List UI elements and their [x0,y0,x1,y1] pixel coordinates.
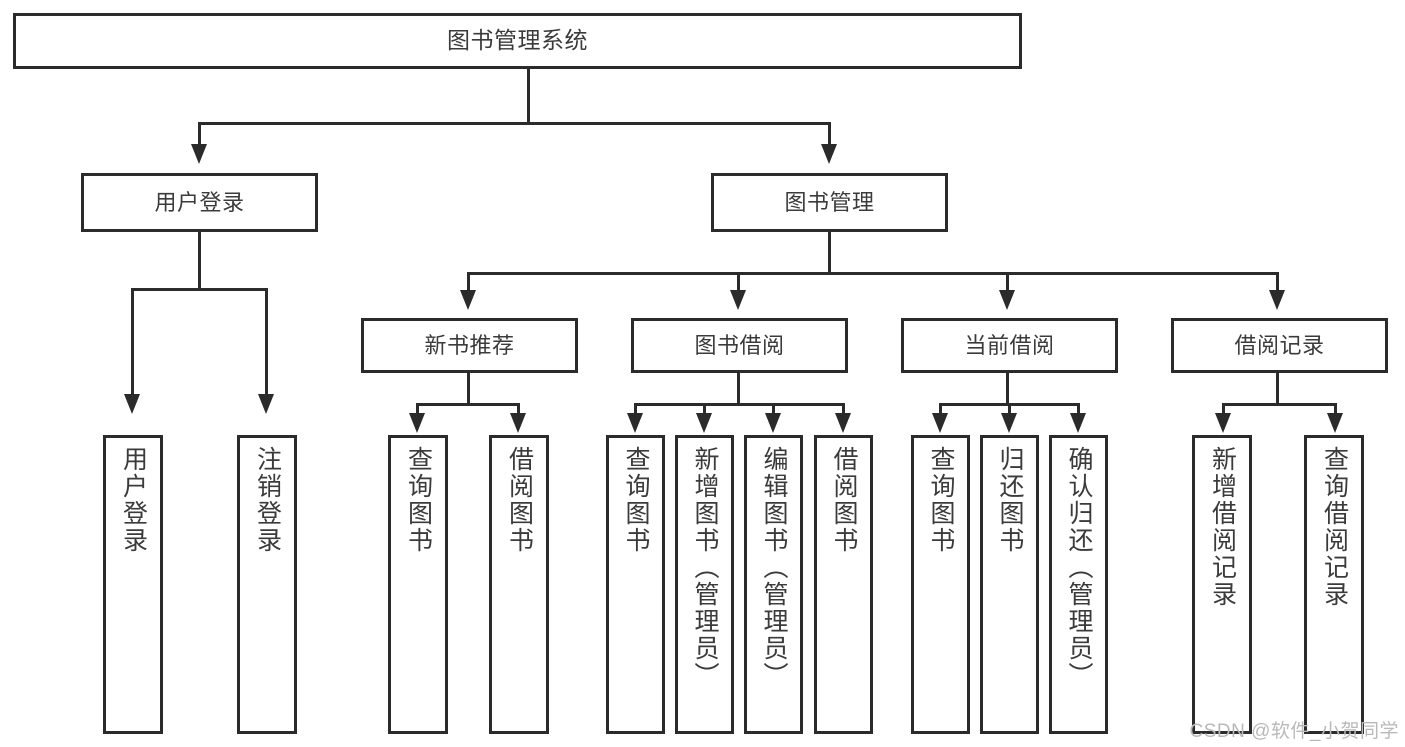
leaf-logout-label: 注销登录 [253,446,282,554]
leaf-query-book-1-label: 查询图书 [404,446,433,554]
leaf-query-book-1[interactable]: 查询图书 [388,435,448,734]
leaf-add-record[interactable]: 新增借阅记录 [1192,435,1252,734]
node-root[interactable]: 图书管理系统 [13,13,1022,69]
edge-current-borrow-stem [1006,373,1009,405]
leaf-logout[interactable]: 注销登录 [237,435,297,734]
node-user-login-label: 用户登录 [154,189,245,215]
edge-book-manage-stem [828,232,831,274]
edge-book-borrow-drop-4 [842,403,845,413]
edge-user-login-stem [198,232,201,290]
arrow-to-leaf-add-book [696,413,712,433]
edge-user-login-drop-2 [265,288,268,394]
edge-book-borrow-stem [737,373,740,405]
node-book-manage[interactable]: 图书管理 [711,173,948,232]
arrow-to-leaf-query-record [1327,413,1343,433]
leaf-add-book-label: 新增图书（管理员） [691,446,719,689]
edge-borrow-record-stem [1276,373,1279,405]
node-user-login[interactable]: 用户登录 [81,173,318,232]
leaf-borrow-book-2[interactable]: 借阅图书 [814,435,873,734]
arrow-to-leaf-logout [258,394,274,414]
arrow-to-leaf-borrow-book-2 [835,413,851,433]
node-new-book-rec[interactable]: 新书推荐 [361,318,578,373]
arrow-to-new-book-rec [460,290,476,310]
node-current-borrow-label: 当前借阅 [964,332,1055,358]
edge-book-borrow-drop-2 [703,403,706,413]
node-book-borrow[interactable]: 图书借阅 [631,318,848,373]
leaf-query-record-label: 查询借阅记录 [1320,446,1349,608]
edge-current-borrow-drop-1 [939,403,942,413]
edge-book-manage-drop-4 [1276,272,1279,290]
edge-root-bus [198,122,830,125]
node-book-manage-label: 图书管理 [784,189,875,215]
leaf-add-record-label: 新增借阅记录 [1208,446,1237,608]
edge-root-to-book-manage-drop [828,122,831,144]
leaf-query-book-2-label: 查询图书 [622,446,650,554]
arrow-to-current-borrow [999,290,1015,310]
edge-new-book-rec-drop-1 [416,403,419,413]
leaf-confirm-return[interactable]: 确认归还（管理员） [1049,435,1108,734]
node-new-book-rec-label: 新书推荐 [424,332,515,358]
leaf-user-login-label: 用户登录 [119,446,148,554]
leaf-user-login[interactable]: 用户登录 [103,435,163,734]
edge-current-borrow-drop-2 [1008,403,1011,413]
edge-root-stem [527,68,530,122]
leaf-add-book[interactable]: 新增图书（管理员） [675,435,734,734]
arrow-to-leaf-query-book-1 [409,413,425,433]
edge-borrow-record-bus [1222,403,1337,406]
arrow-to-leaf-add-record [1215,413,1231,433]
csdn-watermark: CSDN @软件_小贺同学 [1189,721,1399,742]
leaf-query-book-2[interactable]: 查询图书 [606,435,665,734]
node-current-borrow[interactable]: 当前借阅 [901,318,1118,373]
edge-root-to-user-login-drop [198,122,201,144]
leaf-confirm-return-label: 确认归还（管理员） [1065,446,1093,689]
node-borrow-record-label: 借阅记录 [1234,332,1325,358]
edge-new-book-rec-bus [416,403,520,406]
arrow-to-leaf-return-book [1001,413,1017,433]
leaf-edit-book[interactable]: 编辑图书（管理员） [744,435,803,734]
leaf-return-book[interactable]: 归还图书 [980,435,1039,734]
arrow-to-borrow-record [1269,290,1285,310]
node-borrow-record[interactable]: 借阅记录 [1171,318,1388,373]
edge-current-borrow-drop-3 [1077,403,1080,413]
arrow-to-leaf-confirm-return [1070,413,1086,433]
arrow-to-leaf-query-book-3 [932,413,948,433]
edge-book-manage-drop-2 [737,272,740,290]
edge-new-book-rec-drop-2 [517,403,520,413]
edge-book-borrow-drop-1 [634,403,637,413]
edge-user-login-drop-1 [131,288,134,394]
arrow-to-leaf-borrow-book-1 [510,413,526,433]
leaf-query-book-3-label: 查询图书 [927,446,955,554]
arrow-to-leaf-user-login [124,394,140,414]
leaf-borrow-book-2-label: 借阅图书 [830,446,858,554]
leaf-borrow-book-1-label: 借阅图书 [505,446,534,554]
node-book-borrow-label: 图书借阅 [694,332,785,358]
edge-book-borrow-drop-3 [772,403,775,413]
edge-book-borrow-bus [634,403,845,406]
leaf-return-book-label: 归还图书 [996,446,1024,554]
edge-user-login-bus [131,288,268,291]
edge-borrow-record-drop-1 [1222,403,1225,413]
arrow-to-user-login [191,144,207,164]
arrow-to-book-manage [821,144,837,164]
edge-book-manage-bus [467,272,1279,275]
edge-book-manage-drop-1 [467,272,470,290]
leaf-borrow-book-1[interactable]: 借阅图书 [489,435,549,734]
arrow-to-leaf-edit-book [765,413,781,433]
arrow-to-leaf-query-book-2 [627,413,643,433]
leaf-edit-book-label: 编辑图书（管理员） [760,446,788,689]
edge-book-manage-drop-3 [1006,272,1009,290]
leaf-query-record[interactable]: 查询借阅记录 [1304,435,1364,734]
edge-borrow-record-drop-2 [1334,403,1337,413]
leaf-query-book-3[interactable]: 查询图书 [911,435,970,734]
arrow-to-book-borrow [730,290,746,310]
node-root-label: 图书管理系统 [447,27,588,54]
edge-new-book-rec-stem [467,373,470,405]
